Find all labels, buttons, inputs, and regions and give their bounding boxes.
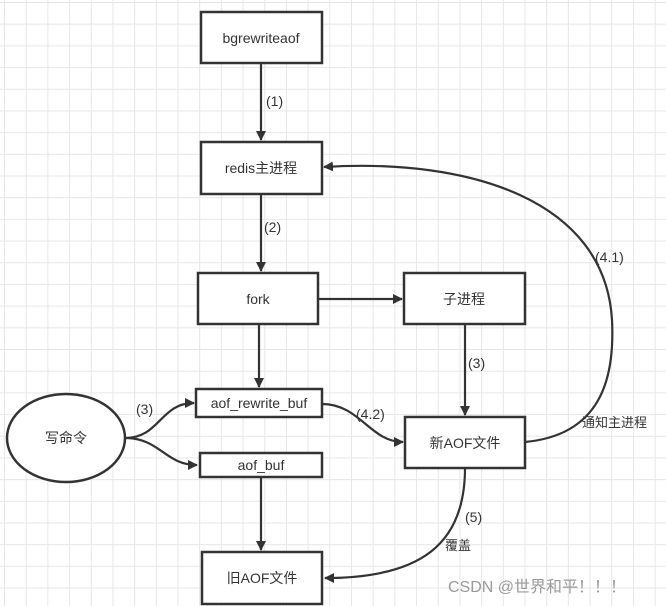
node-bgrewriteaof: bgrewriteaof (199, 10, 324, 65)
edge-rewrite-buf-to-new-aof (321, 402, 404, 447)
node-old-aof-file: 旧AOF文件 (200, 550, 324, 606)
watermark: CSDN @世界和平！！！ (448, 578, 626, 596)
node-write-command: 写命令 (5, 392, 127, 484)
node-redis-main: redis主进程 (199, 140, 324, 196)
label-step3-write: (3) (136, 401, 153, 417)
label-step5: (5) (465, 509, 482, 525)
label-step4-1: (4.1) (595, 249, 624, 265)
edge-new-aof-to-redis (323, 161, 614, 444)
label-notify-main: 通知主进程 (582, 415, 647, 430)
node-label: aof_buf (238, 457, 285, 473)
node-child-process: 子进程 (402, 271, 527, 326)
node-aof-buf: aof_buf (198, 451, 324, 479)
label-step4-2: (4.2) (356, 406, 385, 422)
node-label: redis主进程 (225, 160, 297, 176)
node-label: 旧AOF文件 (227, 570, 298, 586)
label-step2: (2) (264, 219, 281, 235)
label-step3-child: (3) (468, 355, 485, 371)
edge-new-aof-to-old-aof (324, 467, 467, 583)
node-label: 写命令 (45, 430, 87, 446)
node-fork: fork (196, 271, 320, 326)
edge-write-to-aof-buf (124, 436, 198, 470)
label-step1: (1) (266, 93, 283, 109)
node-new-aof-file: 新AOF文件 (403, 415, 527, 470)
node-label: 新AOF文件 (430, 435, 501, 451)
node-label: aof_rewrite_buf (211, 395, 308, 411)
label-overwrite: 覆盖 (445, 538, 471, 553)
node-label: fork (246, 291, 270, 307)
node-label: bgrewriteaof (222, 30, 299, 46)
node-label: 子进程 (443, 291, 485, 307)
edge-write-to-rewrite-buf (124, 398, 195, 440)
node-aof-rewrite-buf: aof_rewrite_buf (194, 387, 324, 419)
